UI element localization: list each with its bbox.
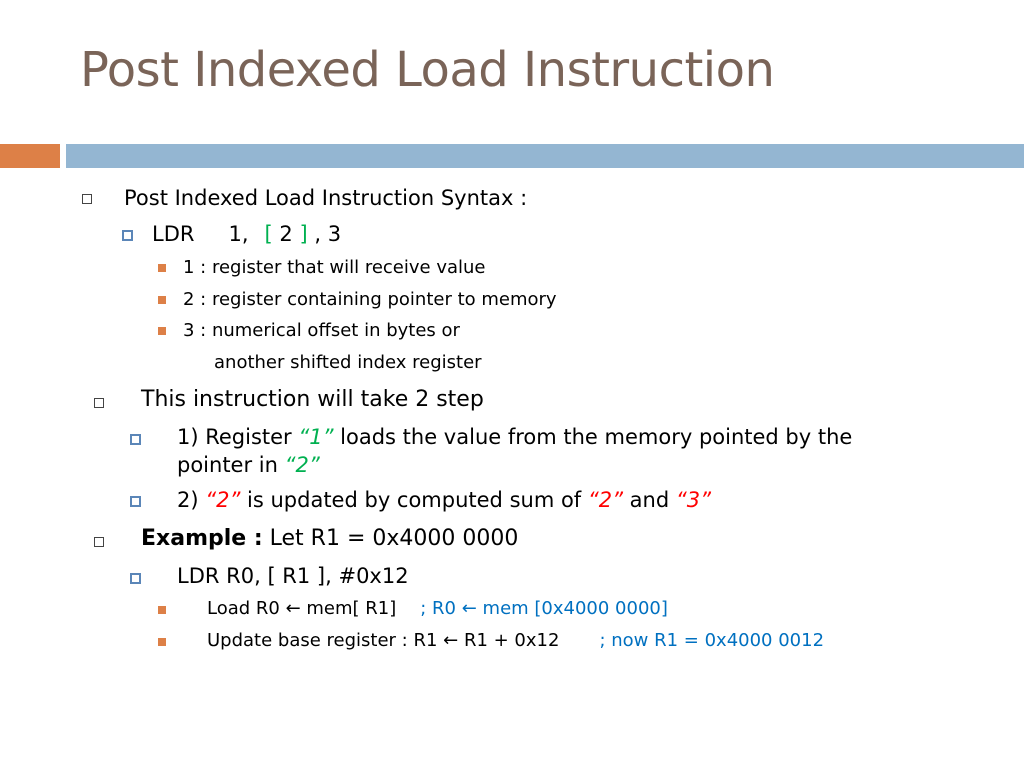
quote-2: “2” [284,453,320,477]
ldr-bracket-close: ] [299,222,308,246]
step-2: 2) “2” is updated by computed sum of “2”… [177,488,711,512]
accent-bar-blue [66,144,1024,168]
bullet-square-icon [158,327,166,335]
ldr-op: LDR [152,222,195,246]
syntax-continuation: another shifted index register [214,352,482,373]
example-step-1: Load R0 ← mem[ R1] ; R0 ← mem [0x4000 000… [207,598,668,619]
syntax-heading: Post Indexed Load Instruction Syntax : [124,186,528,210]
quote-3: “3” [675,488,711,512]
step-1: 1) Register “1” loads the value from the… [177,425,852,449]
bullet-square-icon [82,194,92,204]
step-2-text: is updated by computed sum of [240,488,588,512]
step-1-text: pointer in [177,453,285,477]
syntax-item: 1 : register that will receive value [183,257,486,278]
code-text: Load R0 ← mem[ R1] [207,598,397,619]
accent-bar-orange [0,144,60,168]
bullet-square-icon [94,537,104,547]
ldr-arg3: , 3 [314,222,342,246]
step-1-text: loads the value from the memory pointed … [333,425,853,449]
quote-1: “1” [298,425,334,449]
code-comment: ; R0 ← mem [0x4000 0000] [420,598,668,619]
ldr-arg2: 2 [279,222,293,246]
ldr-syntax: LDR 1, [ 2 ] , 3 [152,222,341,246]
bullet-square-icon [130,496,141,507]
step-1-text: 1) Register [177,425,299,449]
bullet-square-icon [94,398,104,408]
quote-2: “2” [205,488,241,512]
example-text: Let R1 = 0x4000 0000 [262,526,519,551]
bullet-square-icon [158,638,166,646]
example-line: Example : Let R1 = 0x4000 0000 [141,526,518,551]
bullet-square-icon [130,573,141,584]
quote-2: “2” [587,488,623,512]
slide-title: Post Indexed Load Instruction [80,42,775,98]
steps-heading: This instruction will take 2 step [141,387,484,412]
syntax-item: 3 : numerical offset in bytes or [183,320,460,341]
example-label: Example : [141,526,263,551]
ldr-arg1: 1, [228,222,249,246]
syntax-item: 2 : register containing pointer to memor… [183,289,557,310]
bullet-square-icon [158,264,166,272]
step-1-line2: pointer in “2” [177,453,320,477]
code-text: Update base register : R1 ← R1 + 0x12 [207,630,560,651]
code-comment: ; now R1 = 0x4000 0012 [599,630,825,651]
bullet-square-icon [122,230,133,241]
bullet-square-icon [158,606,166,614]
example-instruction: LDR R0, [ R1 ], #0x12 [177,564,409,588]
bullet-square-icon [130,434,141,445]
step-2-text: and [623,488,676,512]
step-2-text: 2) [177,488,206,512]
bullet-square-icon [158,296,166,304]
ldr-bracket-open: [ [264,222,273,246]
example-step-2: Update base register : R1 ← R1 + 0x12 ; n… [207,630,824,651]
